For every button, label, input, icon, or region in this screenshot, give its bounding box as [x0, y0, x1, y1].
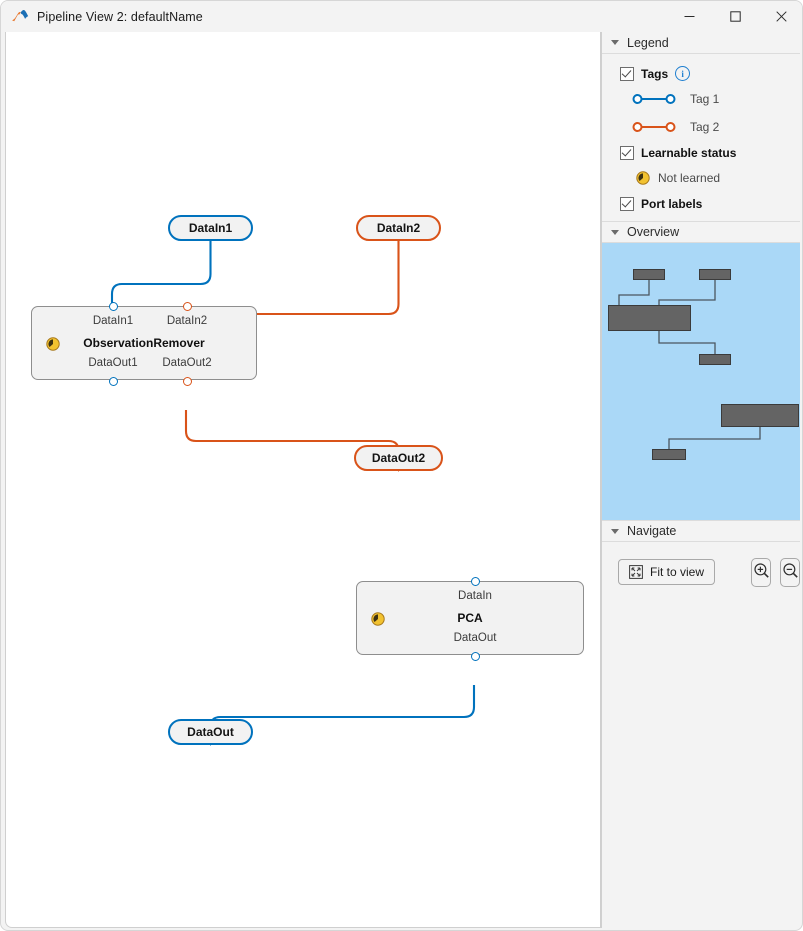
tag-2-swatch [632, 121, 676, 133]
info-circle-icon[interactable]: i [675, 66, 691, 81]
overview-minimap[interactable] [602, 243, 800, 520]
graph-area: DataIn1 DataIn2 DataOut2 DataOut [6, 32, 600, 927]
legend-panel: Tags i Tag 1 [602, 54, 800, 221]
pca-clock-icon [371, 612, 385, 626]
tags-label: Tags [641, 66, 669, 81]
chevron-down-icon-overview [611, 229, 619, 235]
pipeline-canvas[interactable]: DataIn1 DataIn2 DataOut2 DataOut [5, 32, 601, 928]
node-dataout-label: DataOut [187, 725, 234, 739]
minimize-button[interactable] [666, 1, 712, 32]
node-dataout2-label: DataOut2 [371, 451, 426, 465]
section-title-overview: Overview [627, 225, 680, 239]
node-dataout[interactable]: DataOut [168, 719, 253, 745]
observationremover-clock-icon [46, 337, 60, 351]
node-pca[interactable]: PCA DataIn DataOut [356, 576, 584, 661]
clock-icon [636, 171, 650, 185]
legend-tag-2: Tag 2 [602, 113, 800, 141]
pca-output-label-dataout: DataOut [453, 632, 497, 644]
legend-item-port-labels[interactable]: Port labels [602, 192, 800, 215]
pca-input-label-datain: DataIn [458, 590, 492, 602]
section-title-navigate: Navigate [627, 524, 677, 538]
observationremover-port-datain2[interactable] [182, 301, 192, 311]
node-dataout2[interactable]: DataOut2 [354, 445, 443, 471]
title-bar: Pipeline View 2: defaultName [1, 1, 802, 32]
port-labels-checkbox[interactable] [620, 196, 634, 211]
not-learned-label: Not learned [658, 171, 721, 185]
observationremover-port-datain1[interactable] [108, 301, 118, 311]
observationremover-port-dataout1[interactable] [108, 376, 118, 386]
close-button[interactable] [758, 1, 802, 32]
section-header-navigate[interactable]: Navigate [602, 520, 800, 542]
node-datain1[interactable]: DataIn1 [168, 215, 253, 241]
legend-tag-1: Tag 1 [602, 85, 800, 113]
fit-to-view-button[interactable]: Fit to view [618, 559, 715, 585]
legend-status-not-learned: Not learned [602, 164, 800, 192]
legend-item-learnable-status[interactable]: Learnable status [602, 141, 800, 164]
tag-2-label: Tag 2 [690, 120, 720, 134]
learnable-status-checkbox[interactable] [620, 145, 634, 160]
matlab-logo-icon [11, 8, 29, 26]
chevron-down-icon-legend [611, 40, 619, 45]
tag-1-label: Tag 1 [690, 92, 720, 106]
tags-checkbox[interactable] [620, 66, 634, 81]
edge-layer [107, 241, 476, 746]
section-header-overview[interactable]: Overview [602, 221, 800, 243]
overview-block [699, 269, 731, 280]
window-title: Pipeline View 2: defaultName [37, 9, 203, 24]
observationremover-input-label-datain1: DataIn1 [92, 315, 134, 327]
observationremover-output-label-dataout2: DataOut2 [162, 357, 212, 369]
section-header-legend[interactable]: Legend [602, 32, 800, 54]
zoom-in-button[interactable] [751, 557, 771, 587]
pca-port-dataout[interactable] [470, 651, 480, 661]
node-datain2[interactable]: DataIn2 [356, 215, 441, 241]
observationremover-port-dataout2[interactable] [182, 376, 192, 386]
window-body: DataIn1 DataIn2 DataOut2 DataOut [1, 32, 802, 930]
overview-block [721, 404, 799, 427]
section-title-legend: Legend [627, 35, 669, 50]
node-datain2-label: DataIn2 [376, 221, 421, 235]
overview-block [699, 354, 731, 365]
port-labels-label: Port labels [641, 196, 703, 211]
chevron-down-icon-navigate [611, 528, 619, 534]
zoom-in-icon [753, 562, 770, 582]
learnable-status-label: Learnable status [641, 145, 737, 160]
zoom-out-icon [782, 562, 799, 582]
node-observationremover[interactable]: ObservationRemover DataIn1 DataIn2 DataO… [31, 301, 257, 386]
legend-item-tags[interactable]: Tags i [602, 62, 800, 85]
sidebar: Legend Tags i Tag 1 [601, 32, 800, 928]
observationremover-output-label-dataout1: DataOut1 [88, 357, 138, 369]
zoom-out-button[interactable] [780, 557, 800, 587]
node-datain1-label: DataIn1 [188, 221, 233, 235]
fit-to-view-label: Fit to view [649, 565, 704, 579]
overview-block [652, 449, 686, 460]
overview-block [608, 305, 691, 331]
fit-to-view-icon [629, 565, 643, 579]
navigate-panel: Fit to view [602, 542, 800, 602]
overview-block [633, 269, 665, 280]
tag-1-swatch [632, 93, 676, 105]
observationremover-input-label-datain2: DataIn2 [166, 315, 208, 327]
maximize-button[interactable] [712, 1, 758, 32]
observationremover-name: ObservationRemover [83, 336, 205, 350]
pca-name: PCA [457, 611, 483, 625]
pca-port-datain[interactable] [470, 576, 480, 586]
overview-edge-layer [618, 280, 761, 449]
window-controls [666, 1, 802, 32]
